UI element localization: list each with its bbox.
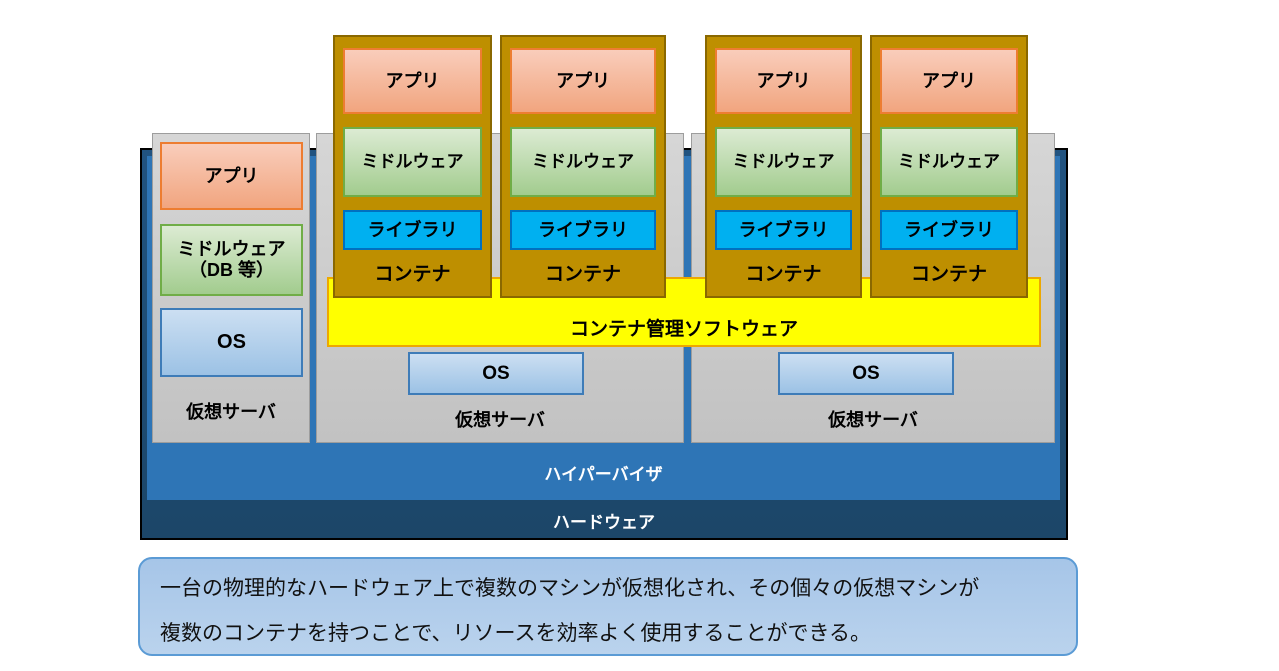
container-3: アプリ ミドルウェア ライブラリ コンテナ [705, 35, 862, 298]
os-box-middle-server: OS [408, 352, 584, 395]
caption-box: 一台の物理的なハードウェア上で複数のマシンが仮想化され、その個々の仮想マシンが … [138, 557, 1078, 656]
os-box-left-server: OS [160, 308, 303, 377]
caption-line-2: 複数のコンテナを持つことで、リソースを効率よく使用することができる。 [160, 621, 872, 645]
library-box: ライブラリ [343, 210, 482, 250]
library-box: ライブラリ [715, 210, 852, 250]
container-label: コンテナ [374, 264, 451, 285]
middleware-box-left-server: ミドルウェア （DB 等） [160, 224, 303, 296]
app-box: アプリ [880, 48, 1018, 114]
virtual-server-left-label: 仮想サーバ [186, 402, 276, 422]
app-box-left-server: アプリ [160, 142, 303, 210]
container-label: コンテナ [910, 264, 987, 285]
middleware-box: ミドルウェア [343, 127, 482, 197]
container-label: コンテナ [745, 264, 822, 285]
app-box: アプリ [510, 48, 656, 114]
virtual-server-right-label: 仮想サーバ [828, 410, 918, 430]
container-label: コンテナ [544, 264, 621, 285]
app-box: アプリ [343, 48, 482, 114]
hypervisor-label: ハイパーバイザ [544, 465, 663, 484]
container-2: アプリ ミドルウェア ライブラリ コンテナ [500, 35, 666, 298]
middleware-box: ミドルウェア [880, 127, 1018, 197]
os-box-right-server: OS [778, 352, 954, 395]
caption-line-1: 一台の物理的なハードウェア上で複数のマシンが仮想化され、その個々の仮想マシンが [160, 576, 980, 600]
middleware-box: ミドルウェア [715, 127, 852, 197]
virtual-server-middle-label: 仮想サーバ [455, 410, 545, 430]
library-box: ライブラリ [880, 210, 1018, 250]
middleware-label: ミドルウェア （DB 等） [177, 239, 286, 280]
library-box: ライブラリ [510, 210, 656, 250]
container-1: アプリ ミドルウェア ライブラリ コンテナ [333, 35, 492, 298]
app-box: アプリ [715, 48, 852, 114]
container-manager-label: コンテナ管理ソフトウェア [569, 319, 798, 340]
middleware-box: ミドルウェア [510, 127, 656, 197]
hardware-label: ハードウェア [553, 513, 655, 532]
container-4: アプリ ミドルウェア ライブラリ コンテナ [870, 35, 1028, 298]
